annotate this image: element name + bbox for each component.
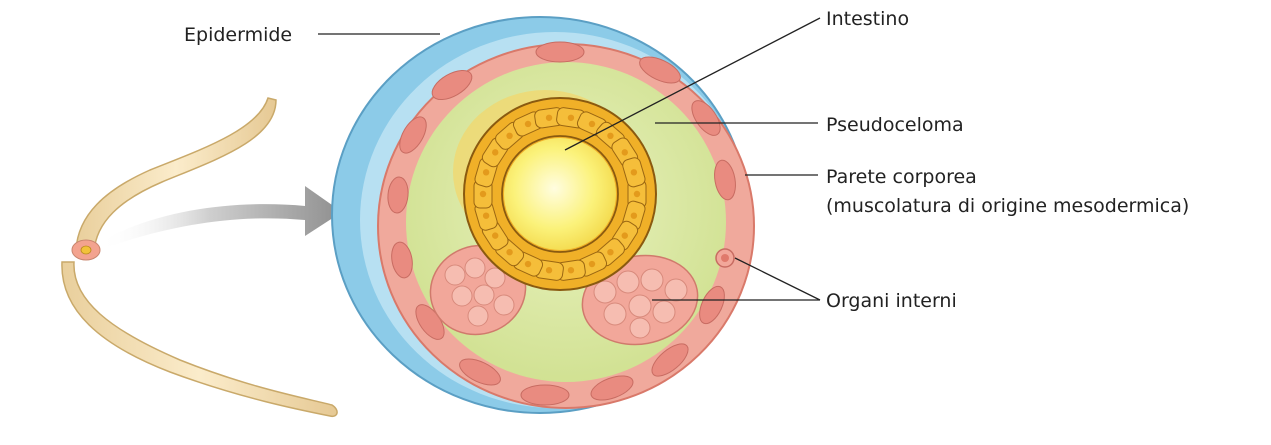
intestine-cell-nucleus (492, 232, 499, 239)
intestine-cell-nucleus (492, 149, 499, 156)
label-intestino: Intestino (826, 8, 909, 30)
intestine-cell-nucleus (607, 132, 614, 140)
magnify-arrow (100, 186, 342, 250)
intestine-cell-nucleus (567, 267, 575, 274)
intestine-cell-nucleus (588, 120, 596, 128)
label-pseudoceloma: Pseudoceloma (826, 114, 964, 136)
leader-organi-1 (734, 257, 821, 301)
intestine-cell-nucleus (506, 248, 513, 256)
intestine-cell-nucleus (630, 212, 638, 219)
intestine-cell-nucleus (545, 267, 553, 274)
intestine-cell-nucleus (588, 260, 596, 268)
intestine-cell-nucleus (630, 169, 638, 176)
label-parete-corporea: Parete corporea (826, 166, 977, 188)
intestine-cell-nucleus (479, 190, 487, 198)
label-organi-interni: Organi interni (826, 290, 957, 312)
intestine (453, 90, 657, 291)
intestine-cell-nucleus (524, 120, 532, 128)
intestine-cell-nucleus (482, 212, 490, 219)
worm-lower-body (61, 261, 338, 418)
intestine-cells (473, 107, 647, 281)
leader-intestino (564, 17, 821, 151)
intestine-inner-wall (501, 135, 619, 253)
intestine-cell-nucleus (621, 232, 628, 239)
nematode-worm-illustration (61, 97, 338, 418)
intestine-lumen (504, 138, 616, 250)
internal-organs (429, 244, 735, 346)
label-epidermide: Epidermide (184, 24, 292, 46)
cross-section (331, 16, 755, 414)
intestine-cell-nucleus (506, 132, 513, 140)
body-wall-muscle-cells (387, 41, 736, 406)
leader-lines (318, 17, 821, 301)
label-parete-corporea-detail: (muscolatura di origine mesodermica) (826, 195, 1189, 217)
intestine-cell-nucleus (482, 169, 490, 176)
intestine-cell-nucleus (633, 190, 641, 198)
intestine-cell-nucleus (524, 260, 532, 268)
worm-upper-body (75, 97, 277, 253)
intestine-cell-nucleus (567, 114, 575, 121)
worm-cut-intestine (80, 245, 92, 255)
intestine-cell-nucleus (621, 149, 628, 156)
intestine-cell-nucleus (545, 114, 553, 121)
intestine-cell-nucleus (607, 248, 614, 256)
